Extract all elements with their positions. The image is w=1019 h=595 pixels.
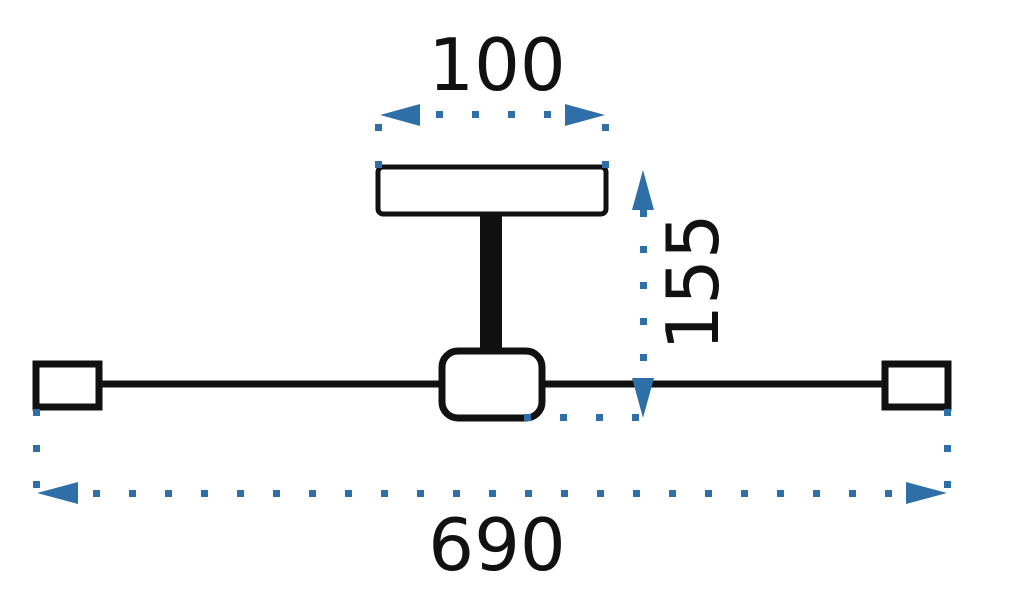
dimension-lines (33, 104, 951, 504)
arrow-right-icon (565, 104, 605, 126)
center-hub (438, 347, 546, 422)
arrow-down-icon (632, 378, 654, 418)
arrow-left-icon (380, 104, 420, 126)
height-label: 155 (651, 213, 735, 350)
right-end-cap (881, 360, 952, 411)
height-dimension (524, 170, 654, 421)
canopy-width-dimension (375, 104, 609, 168)
arrow-up-icon (632, 170, 654, 210)
arrow-left-icon (37, 482, 78, 504)
left-end-cap (32, 360, 103, 411)
canopy (375, 164, 609, 217)
total-width-label: 690 (428, 503, 565, 587)
canopy-width-label: 100 (428, 23, 565, 107)
total-width-dimension (33, 409, 951, 504)
arrow-right-icon (906, 482, 947, 504)
fixture (32, 164, 952, 422)
vertical-stem (480, 212, 502, 354)
